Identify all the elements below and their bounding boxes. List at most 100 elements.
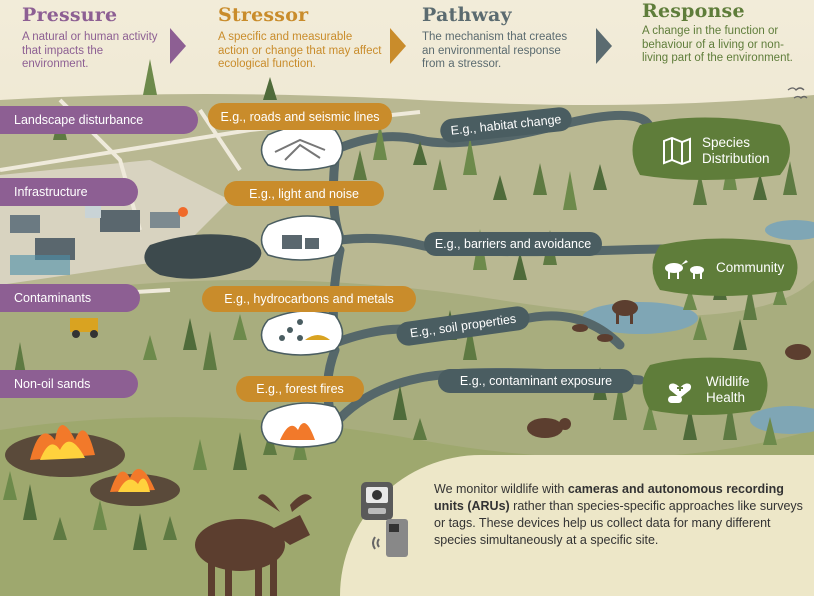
- stressor-hydrocarbons-metals: E.g., hydrocarbons and metals: [202, 286, 416, 312]
- moose-foreground: [195, 494, 312, 596]
- monitoring-info-text: We monitor wildlife with cameras and aut…: [434, 481, 804, 549]
- tree: [463, 137, 477, 175]
- tree: [393, 385, 407, 420]
- info-text-bold: cameras and autonomous recording units (…: [434, 482, 784, 513]
- response-species-distribution: Species Distribution: [662, 135, 782, 167]
- pressure-description: A natural or human activity that impacts…: [22, 31, 158, 70]
- tree: [533, 163, 547, 195]
- tree: [433, 159, 447, 190]
- pathway-barriers-avoidance: E.g., barriers and avoidance: [424, 232, 602, 256]
- tree: [733, 319, 747, 350]
- stressor-label: E.g., hydrocarbons and metals: [224, 292, 394, 306]
- response-label: Species Distribution: [702, 135, 770, 166]
- tree: [233, 314, 247, 340]
- tree: [693, 316, 707, 340]
- tree: [743, 284, 757, 320]
- tree: [263, 77, 277, 100]
- tree: [773, 282, 787, 305]
- moose-background: [612, 300, 638, 324]
- response-wildlife-health: Wildlife Health: [664, 374, 766, 406]
- pathway-label: E.g., contaminant exposure: [459, 374, 613, 388]
- pressure-label: Non-oil sands: [14, 377, 91, 391]
- stressor-title: Stressor: [218, 4, 309, 26]
- stressor-forest-fires: E.g., forest fires: [236, 376, 364, 402]
- pathway-header: Pathway The mechanism that creates an en…: [422, 4, 582, 72]
- pressure-infrastructure: Infrastructure: [0, 178, 138, 206]
- tree: [373, 123, 387, 160]
- pathway-label: E.g., barriers and avoidance: [434, 237, 592, 251]
- tree: [763, 417, 777, 445]
- tree: [3, 471, 17, 500]
- moose-right: [785, 344, 811, 360]
- pressure-label: Infrastructure: [14, 185, 88, 199]
- stressor-roads-seismic: E.g., roads and seismic lines: [208, 103, 392, 130]
- aru-icon: [372, 519, 408, 557]
- tree: [683, 288, 697, 310]
- tree: [463, 323, 477, 360]
- tree: [233, 432, 247, 470]
- stressor-description: A specific and measurable action or chan…: [218, 31, 382, 70]
- response-header: Response A change in the function or beh…: [642, 0, 802, 66]
- stressor-road-icon: [260, 125, 344, 171]
- tree: [93, 500, 107, 530]
- deer: [572, 324, 613, 342]
- pathway-description: The mechanism that creates an environmen…: [422, 31, 568, 70]
- bear: [527, 418, 571, 438]
- response-label: Community: [716, 260, 785, 275]
- pressure-label: Landscape disturbance: [14, 113, 144, 127]
- tree: [143, 59, 157, 95]
- response-community: Community: [662, 256, 784, 280]
- chevron-right-icon: [170, 28, 186, 64]
- deer-icon: [665, 260, 704, 279]
- tree: [683, 406, 697, 440]
- tree: [493, 175, 507, 200]
- tree: [723, 399, 737, 440]
- tree: [183, 318, 197, 350]
- map-icon: [663, 137, 691, 165]
- pressure-landscape-disturbance: Landscape disturbance: [0, 106, 198, 134]
- pressure-non-oil-sands: Non-oil sands: [0, 370, 138, 398]
- info-text-pre: We monitor wildlife with: [434, 482, 568, 496]
- tree: [193, 439, 207, 470]
- stressor-label: E.g., light and noise: [249, 186, 359, 201]
- tree: [753, 173, 767, 200]
- stressor-label: E.g., roads and seismic lines: [220, 109, 380, 124]
- camera-trap-icon: [361, 482, 393, 520]
- pressure-contaminants: Contaminants: [0, 284, 140, 312]
- tree: [143, 335, 157, 360]
- tailings-pond: [144, 234, 262, 279]
- chevron-right-icon: [596, 28, 612, 64]
- response-title: Response: [642, 0, 745, 22]
- haul-truck: [70, 318, 98, 338]
- forest-fire: [5, 425, 180, 506]
- stressor-light-noise: E.g., light and noise: [224, 181, 384, 206]
- tree: [203, 331, 217, 370]
- tree: [783, 161, 797, 195]
- tree: [563, 171, 577, 210]
- tree: [163, 516, 177, 540]
- pathway-title: Pathway: [422, 4, 512, 26]
- stressor-label: E.g., forest fires: [256, 382, 344, 396]
- info-text-post: rather than species-specific approaches …: [434, 499, 803, 547]
- tree: [133, 513, 147, 550]
- stressor-molecule-icon: [260, 310, 344, 356]
- birds: [787, 87, 808, 99]
- monitoring-info-panel: We monitor wildlife with cameras and aut…: [340, 455, 814, 596]
- tree: [693, 172, 707, 205]
- tree: [353, 150, 367, 180]
- tree: [413, 141, 427, 165]
- tree: [53, 517, 67, 540]
- chevron-right-icon: [390, 28, 406, 64]
- pressure-title: Pressure: [22, 4, 118, 26]
- tree: [643, 403, 657, 430]
- pressure-header: Pressure A natural or human activity tha…: [22, 4, 172, 72]
- tree: [593, 164, 607, 190]
- tree: [413, 418, 427, 440]
- stressor-header: Stressor A specific and measurable actio…: [218, 4, 383, 72]
- response-description: A change in the function or behaviour of…: [642, 25, 793, 64]
- response-label: Wildlife Health: [706, 374, 750, 405]
- tree: [23, 484, 37, 520]
- facility-buildings: [10, 198, 188, 275]
- tree: [613, 380, 627, 420]
- pressure-label: Contaminants: [14, 291, 92, 305]
